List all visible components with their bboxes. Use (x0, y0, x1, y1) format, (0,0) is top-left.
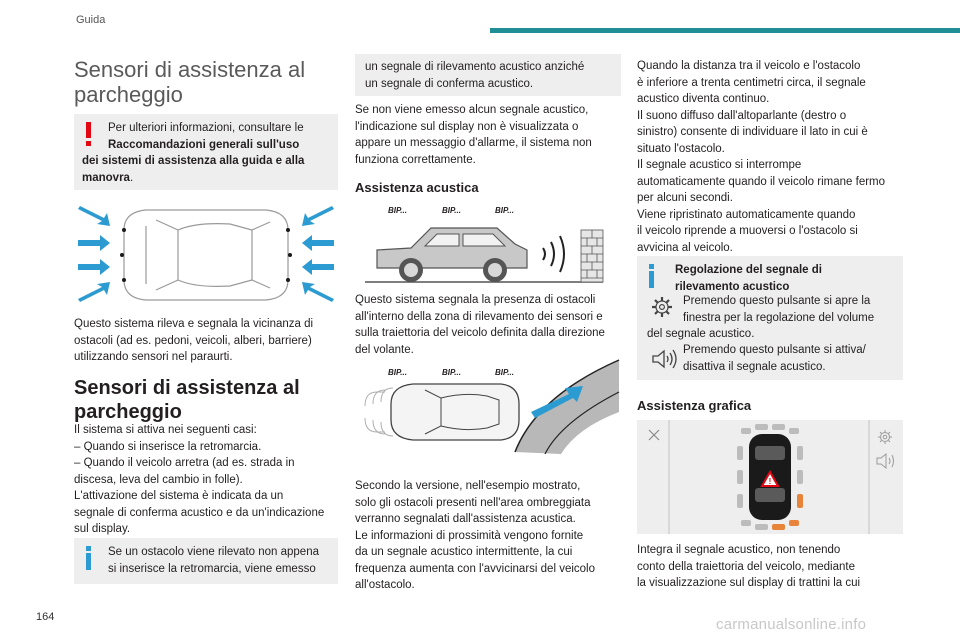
close-icon (648, 429, 660, 441)
no-signal-text: Se non viene emesso alcun segnale acusti… (355, 104, 592, 166)
gear-icon (652, 297, 672, 317)
sensors (120, 228, 292, 282)
info-icon (86, 546, 91, 570)
heading-graphic-assist: Assistenza grafica (637, 398, 752, 413)
front-zone-marks (737, 424, 803, 484)
running-header: Guida (76, 14, 106, 26)
settings-info-box: Regolazione del segnale di rilevamento a… (637, 256, 903, 380)
warning-box: Per ulteriori informazioni, consultare l… (74, 114, 338, 190)
bip-label: BIP... (388, 206, 407, 215)
wall (580, 229, 604, 283)
watermark: carmanualsonline.info (716, 616, 867, 633)
bip-label: BIP... (442, 206, 461, 215)
svg-text:!: ! (769, 477, 772, 486)
info-note-box-continued: un segnale di rilevamento acustico anzic… (355, 54, 621, 96)
bip-label: BIP... (495, 206, 514, 215)
page-title: Sensori di assistenza al parcheggio (74, 57, 306, 107)
sensor-car-diagram (78, 206, 334, 302)
acoustic-text: Questo sistema segnala la presenza di os… (355, 294, 605, 356)
header-accent-bar (490, 28, 960, 33)
direction-arrow (531, 386, 583, 418)
car-top-view (390, 383, 520, 441)
bip-label: BIP... (388, 368, 407, 377)
activation-text: Il sistema si attiva nei seguenti casi: … (74, 424, 325, 535)
intro-text: Questo sistema rileva e segnala la vicin… (74, 318, 314, 363)
car-top-view (123, 209, 289, 301)
bip-label: BIP... (495, 368, 514, 377)
shaded-area (515, 360, 619, 454)
warning-triangle-icon (760, 469, 780, 487)
acoustic-side-diagram (365, 227, 604, 283)
speaker-icon (876, 452, 894, 470)
page-number: 164 (36, 611, 55, 623)
version-text: Secondo la versione, nell'esempio mostra… (355, 480, 595, 591)
trajectory-diagram (364, 359, 620, 455)
heading-acoustic-assist: Assistenza acustica (355, 180, 479, 195)
display-illustration: ! (637, 420, 903, 534)
distance-text: Quando la distanza tra il veicolo e l'os… (637, 60, 886, 254)
section-title: Sensori di assistenza al parcheggio (74, 377, 300, 423)
speaker-icon (652, 349, 677, 369)
gear-icon (878, 430, 892, 444)
warning-icon (86, 122, 92, 146)
info-icon (649, 264, 654, 288)
sound-waves (542, 235, 565, 273)
graphic-text: Integra il segnale acustico, non tenendo… (637, 544, 861, 589)
bip-label: BIP... (442, 368, 461, 377)
info-note-box: Se un ostacolo viene rilevato non appena… (74, 538, 338, 584)
rear-zone-marks (737, 494, 803, 530)
sensor-arrows (78, 206, 334, 302)
